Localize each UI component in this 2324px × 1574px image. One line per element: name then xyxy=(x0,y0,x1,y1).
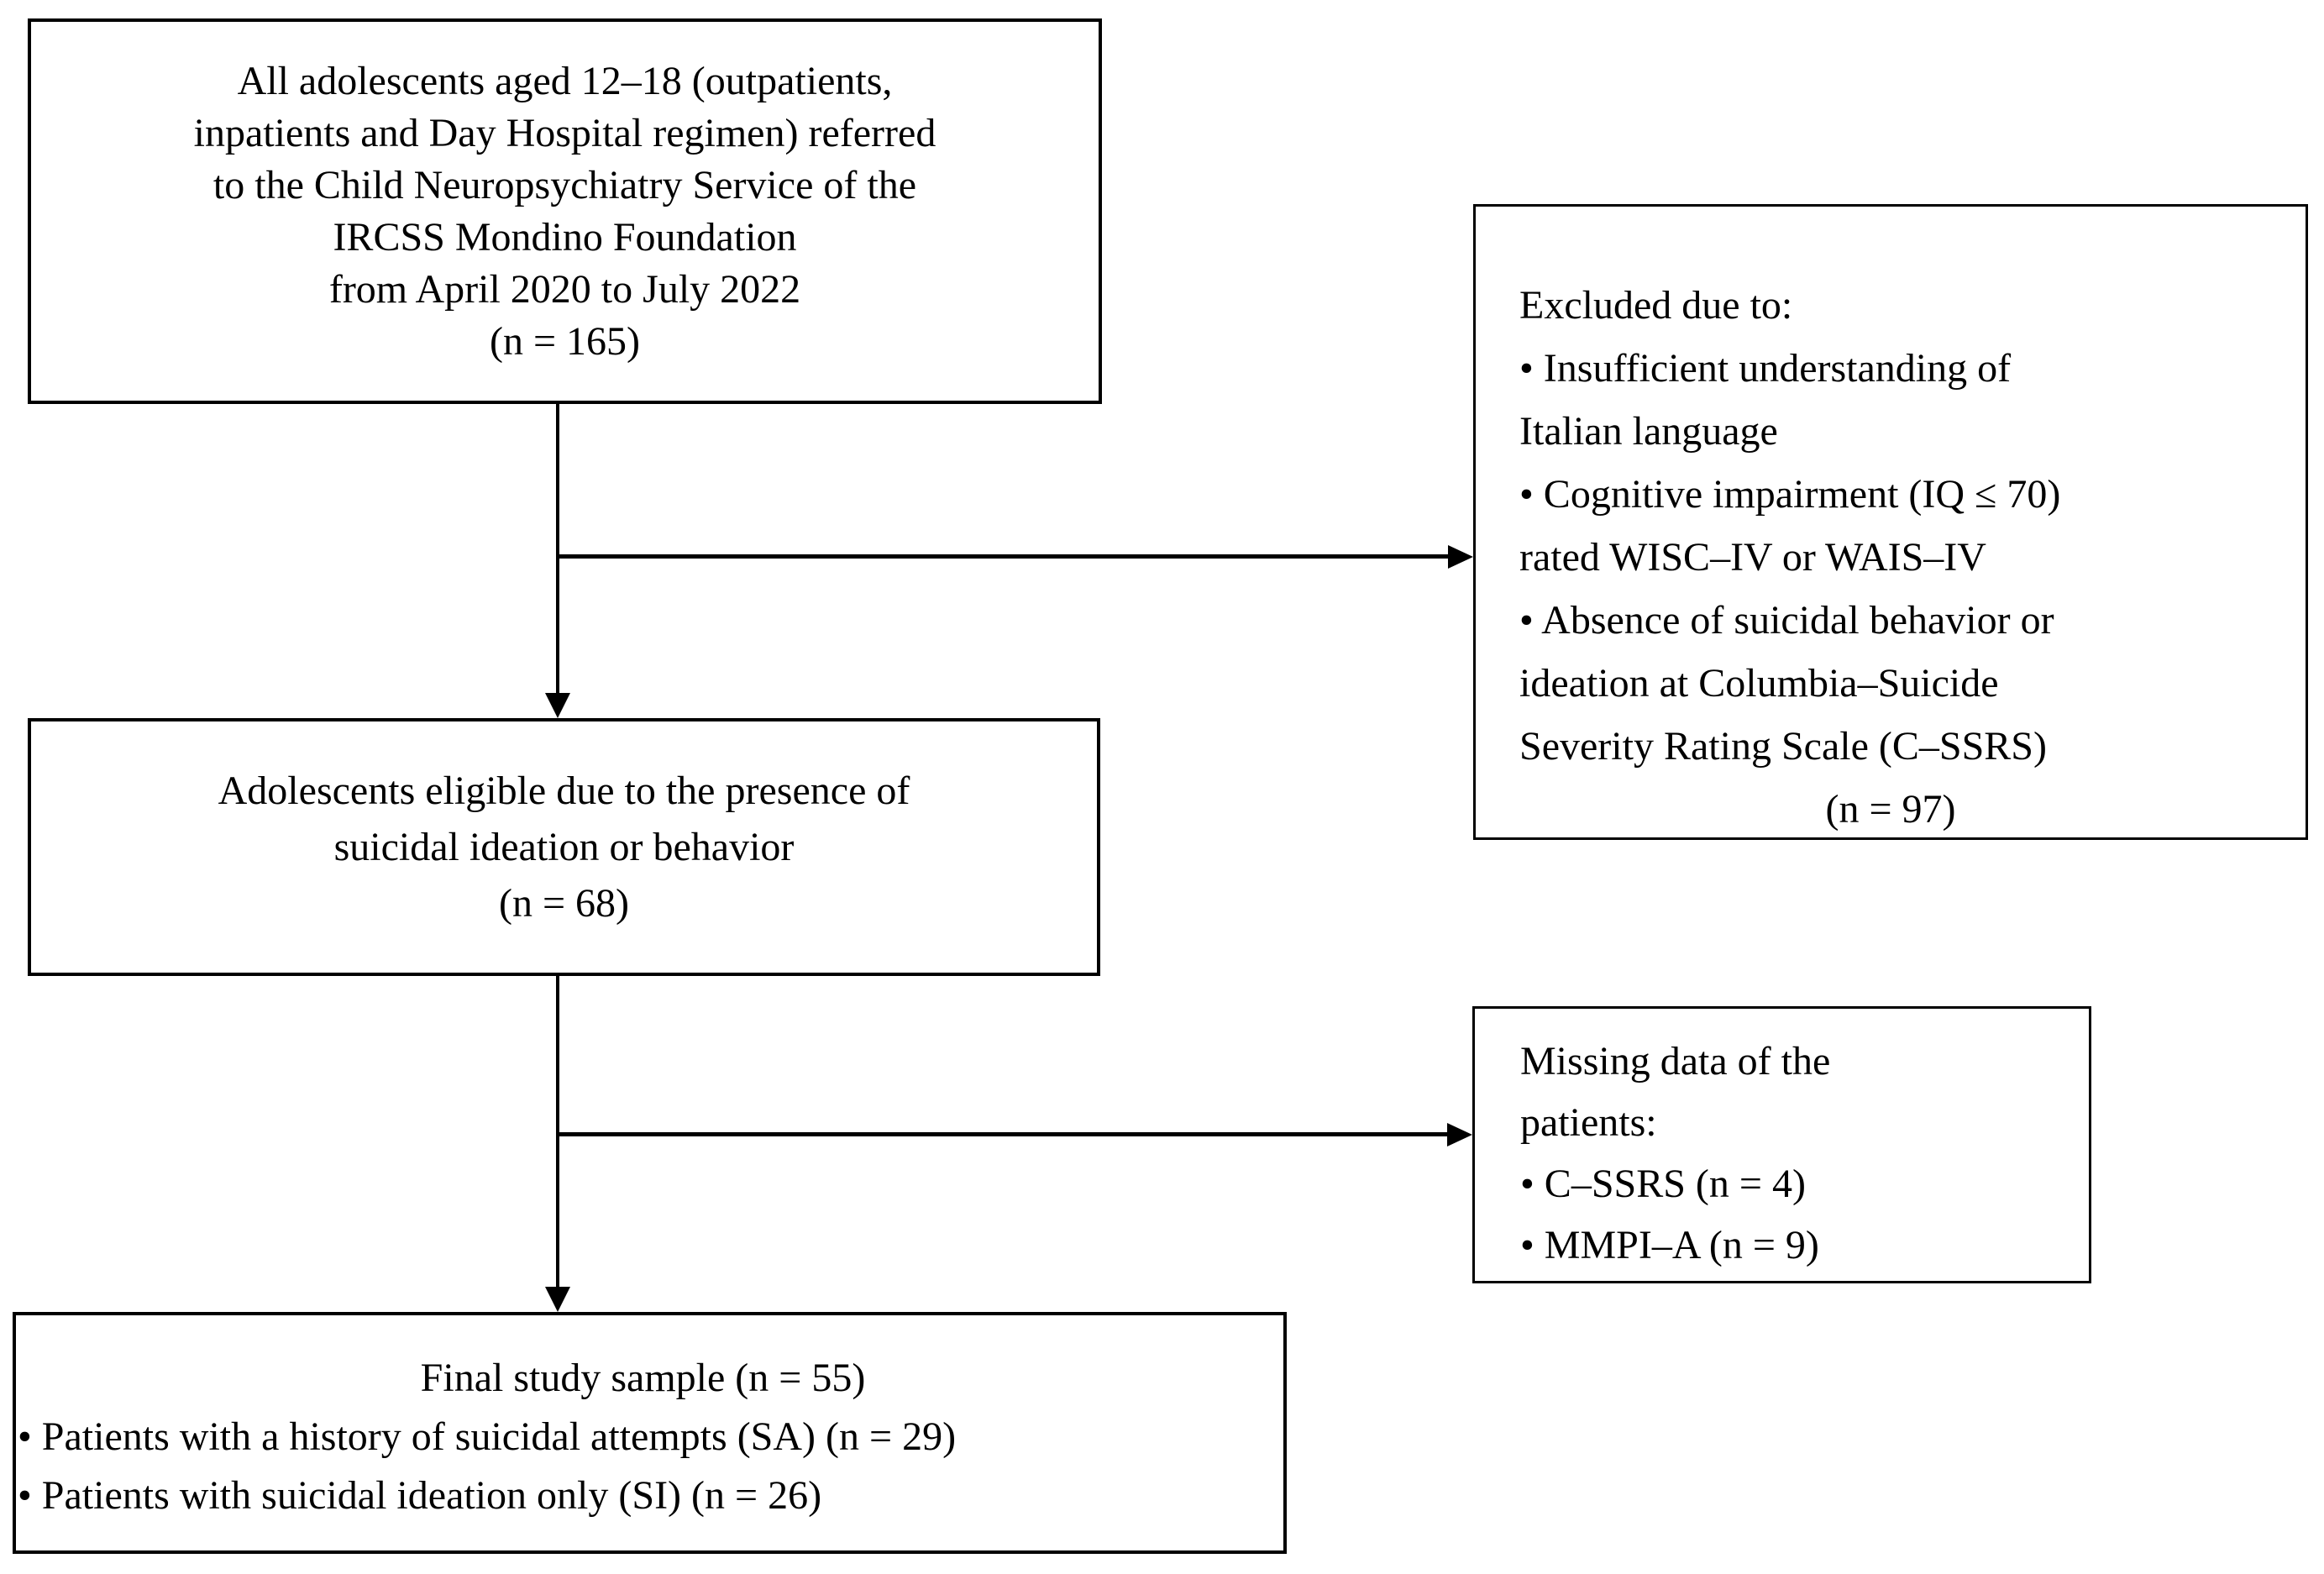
excluded-item-cognitive: • Cognitive impairment (IQ ≤ 70) rated W… xyxy=(1519,472,2061,580)
missing-item-mmpi: • MMPI–A (n = 9) xyxy=(1520,1223,1819,1267)
final-item-si: • Patients with suicidal ideation only (… xyxy=(18,1473,822,1518)
arrowhead-down-to-eligible xyxy=(545,693,570,718)
box-eligible: Adolescents eligible due to the presence… xyxy=(28,718,1100,976)
arrowhead-right-to-missing xyxy=(1447,1123,1472,1146)
referred-population-text: All adolescents aged 12–18 (outpatients,… xyxy=(193,58,936,364)
eligible-text: Adolescents eligible due to the presence… xyxy=(218,769,910,926)
excluded-item-language: • Insufficient understanding of Italian … xyxy=(1519,346,2012,454)
missing-item-cssrs: • C–SSRS (n = 4) xyxy=(1520,1162,1806,1206)
excluded-title: Excluded due to: xyxy=(1519,283,1793,328)
missing-data-title: Missing data of the patients: xyxy=(1520,1039,1831,1145)
box-referred-population: All adolescents aged 12–18 (outpatients,… xyxy=(28,18,1102,404)
box-final-sample: Final study sample (n = 55) • Patients w… xyxy=(13,1312,1287,1554)
connector-referred-to-eligible-line xyxy=(556,404,559,697)
box-excluded: Excluded due to: • Insufficient understa… xyxy=(1473,204,2308,840)
connector-to-missing-line xyxy=(558,1132,1447,1136)
final-item-sa: • Patients with a history of suicidal at… xyxy=(18,1414,957,1459)
arrowhead-right-to-excluded xyxy=(1448,545,1473,569)
excluded-count: (n = 97) xyxy=(1825,787,1956,832)
excluded-item-absence: • Absence of suicidal behavior or ideati… xyxy=(1519,598,2054,769)
arrowhead-down-to-final xyxy=(545,1287,570,1312)
final-sample-title: Final study sample (n = 55) xyxy=(420,1356,866,1400)
box-missing-data: Missing data of the patients: • C–SSRS (… xyxy=(1472,1006,2091,1283)
connector-to-excluded-line xyxy=(558,554,1448,559)
